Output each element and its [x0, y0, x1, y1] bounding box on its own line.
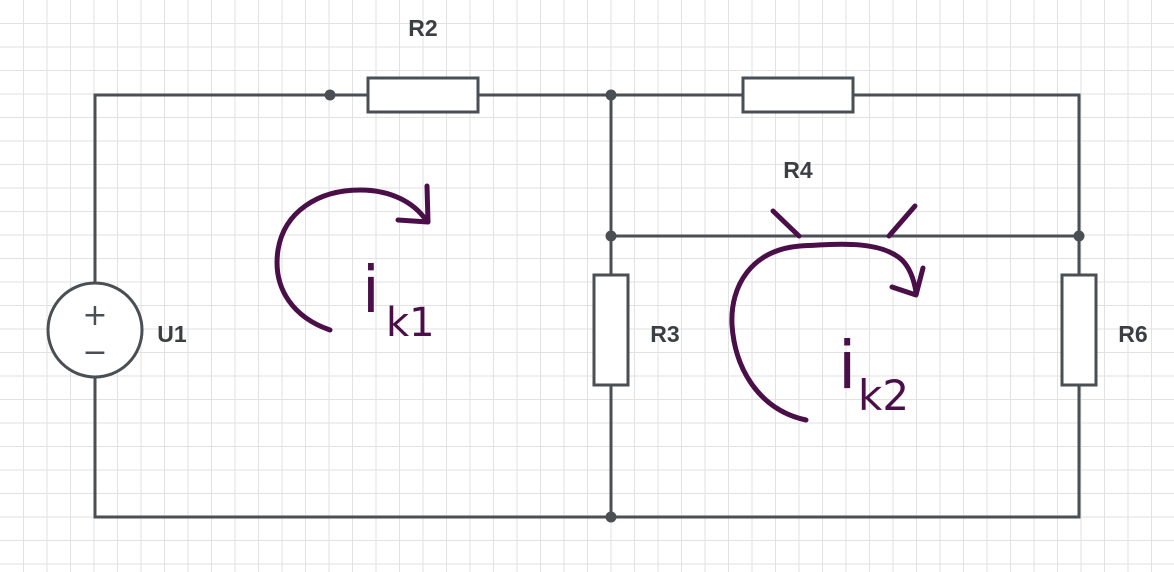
loop-1-current-symbol: i	[362, 254, 380, 328]
loop-2-current-symbol: i	[838, 327, 856, 404]
resistor-top-right[interactable]	[741, 76, 855, 114]
r4-tick-marks	[770, 203, 918, 239]
tick-mark-right	[886, 203, 918, 239]
loop-2-arrow-arc	[729, 241, 919, 423]
wires	[93, 93, 1081, 519]
source-circle	[46, 281, 144, 379]
voltage-source-u1[interactable]: + −	[46, 281, 144, 379]
loop-current-2-annotation: i k2	[729, 241, 926, 423]
node-top-left	[324, 89, 336, 101]
source-plus-sign: +	[82, 298, 107, 333]
label-r4: R4	[783, 157, 813, 183]
loop-1-current-subscript: k1	[386, 300, 435, 346]
loop-2-current-subscript: k2	[858, 371, 909, 420]
label-r2: R2	[408, 15, 437, 41]
junction-nodes	[324, 89, 1085, 523]
node-bottom-mid	[605, 511, 617, 523]
loop-2-arrowhead	[889, 265, 926, 298]
label-u1: U1	[157, 321, 187, 347]
node-top-mid	[605, 89, 617, 101]
resistor-r3[interactable]	[592, 273, 630, 387]
resistor-r2[interactable]	[366, 76, 480, 114]
label-r3: R3	[650, 321, 679, 347]
label-r6: R6	[1118, 321, 1147, 347]
resistor-r6[interactable]	[1060, 273, 1098, 387]
node-mid-right	[1073, 230, 1085, 242]
source-minus-sign: −	[82, 335, 107, 370]
loop-1-arrowhead	[395, 183, 431, 225]
loop-1-arrow-arc	[274, 187, 429, 333]
node-mid-left	[605, 230, 617, 242]
tick-mark-left	[770, 208, 802, 239]
loop-current-1-annotation: i k1	[274, 183, 435, 346]
